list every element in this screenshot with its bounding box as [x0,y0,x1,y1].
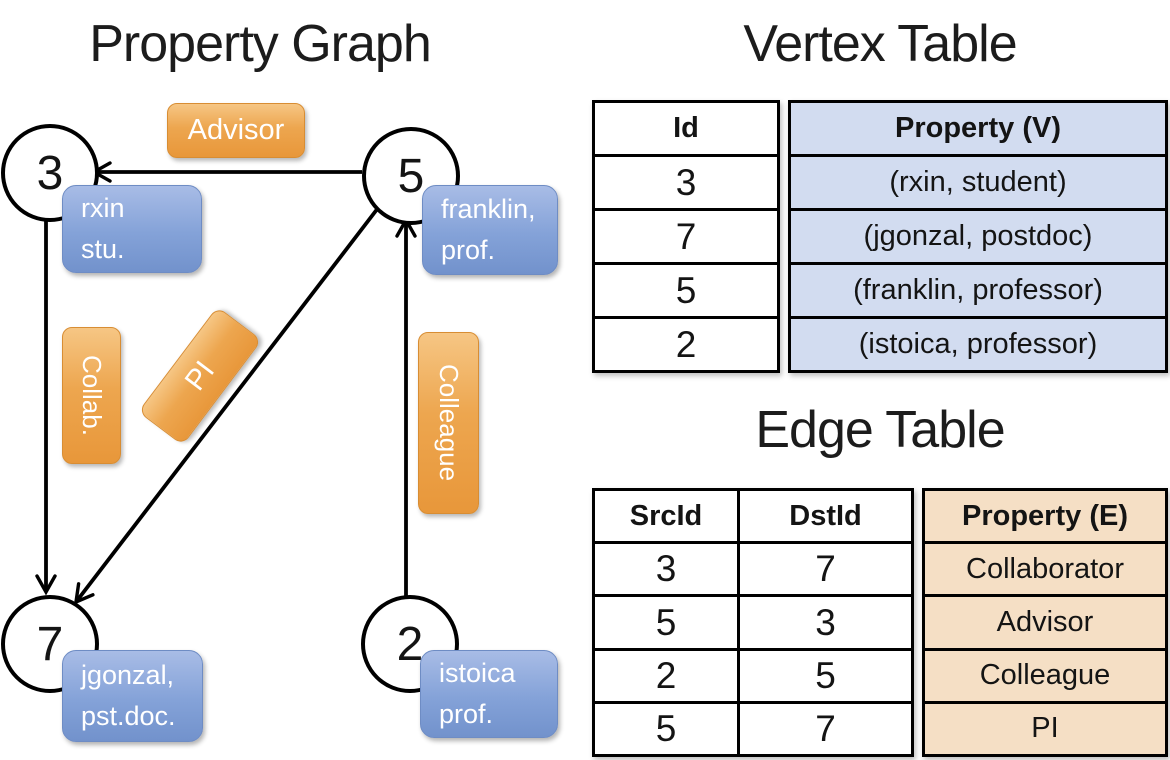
table-cell: PI [925,700,1165,754]
table-cell: 7 [815,707,836,749]
vertex-id-column: Id 3 7 5 2 [592,100,780,373]
prop-line: rxin [81,192,125,223]
table-row: 5 7 [595,700,911,755]
graph-edges-layer [35,161,417,605]
vertex-circle-5: 5 [362,127,460,225]
table-cell: Colleague [925,647,1165,701]
prop-line: prof. [441,235,496,265]
edge-label-advisor: Advisor [167,103,305,158]
vertex-id-label: 5 [397,149,425,203]
prop-line: prof. [439,699,494,729]
table-cell: 5 [595,262,777,316]
edge-label-text: Collab. [77,355,107,436]
edge-label-collaborator: Collab. [62,327,121,464]
table-cell: (jgonzal, postdoc) [791,208,1165,262]
column-header-property-v: Property (V) [895,112,1061,144]
table-row: 3 7 [595,541,911,595]
table-cell: (rxin, student) [791,154,1165,208]
table-cell: 2 [595,316,777,370]
vertex-prop-box-5: franklin, prof. [422,185,558,275]
property-graph-title: Property Graph [89,15,432,73]
edge-srcdst-columns: SrcId DstId 3 7 5 3 2 5 5 7 [592,488,914,757]
vertex-id-label: 7 [36,617,64,671]
prop-line: pst.doc. [81,701,176,731]
vertex-table-title: Vertex Table [743,15,1017,73]
table-cell: (franklin, professor) [791,262,1165,316]
table-cell: 3 [595,154,777,208]
column-header-dstid: DstId [789,499,862,532]
column-header-srcid: SrcId [595,491,740,542]
table-cell: 5 [595,703,740,755]
edge-table: SrcId DstId 3 7 5 3 2 5 5 7 Property (E)… [592,488,1168,757]
column-header-id: Id [673,112,699,144]
table-cell: Collaborator [925,541,1165,594]
edge-label-text: PI [178,355,221,397]
table-cell: 3 [595,544,740,595]
vertex-circle-2: 2 [361,595,459,693]
vertex-prop-box-7: jgonzal, pst.doc. [62,650,203,742]
table-cell: Advisor [925,594,1165,647]
table-cell: 5 [815,654,836,696]
vertex-prop-box-3: rxin stu. [62,185,202,273]
table-row: SrcId DstId [595,491,911,542]
vertex-id-label: 3 [36,146,64,200]
edge-label-colleague: Colleague [418,332,479,514]
table-cell: 2 [595,650,740,701]
table-row: 2 5 [595,647,911,701]
vertex-id-label: 2 [396,617,424,671]
vertex-table: Id 3 7 5 2 Property (V) (rxin, student) … [592,100,1168,373]
edge-label-text: Advisor [187,114,285,146]
edge-table-title: Edge Table [755,401,1005,459]
edge-label-text: Colleague [434,364,464,482]
table-cell: 7 [595,208,777,262]
column-header-property-e: Property (E) [962,499,1128,532]
prop-line: stu. [81,234,125,264]
table-cell: (istoica, professor) [791,316,1165,370]
table-cell: 5 [595,597,740,648]
edge-pi-line [73,206,380,605]
table-cell: 7 [815,548,836,590]
vertex-property-column: Property (V) (rxin, student) (jgonzal, p… [788,100,1168,373]
prop-line: jgonzal, [81,659,175,690]
prop-line: istoica [439,657,516,688]
table-cell: 3 [815,601,836,643]
table-row: 5 3 [595,594,911,648]
prop-line: franklin, [441,193,536,224]
vertex-prop-box-2: istoica prof. [420,650,558,738]
edge-property-column: Property (E) Collaborator Advisor Collea… [922,488,1168,757]
